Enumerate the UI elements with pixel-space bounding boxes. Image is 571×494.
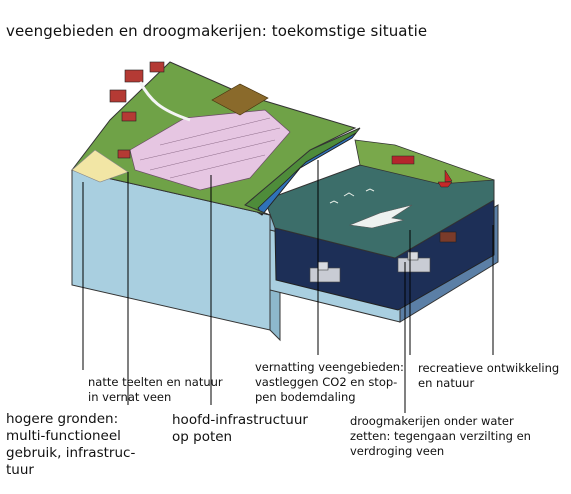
lake-bank <box>354 139 495 185</box>
wooded-patch <box>211 83 269 116</box>
label-hogere-gronden: hogere gronden: multi-functioneel gebrui… <box>6 411 135 479</box>
label-line: tuur <box>6 462 34 478</box>
village-houses <box>109 61 165 159</box>
submerged-house <box>439 231 457 243</box>
field-lines <box>139 117 281 179</box>
wet-cultivation-fields <box>129 109 291 191</box>
label-line: en natuur <box>418 376 475 390</box>
pointer-lines <box>82 160 494 413</box>
label-natte-teelten: natte teelten en natuur in vernat veen <box>88 375 223 405</box>
label-line: pen bodemdaling <box>255 390 356 404</box>
label-line: multi-functioneel <box>6 428 121 444</box>
label-line: vastleggen CO2 en stop- <box>255 375 398 389</box>
label-line: in vernat veen <box>88 390 172 404</box>
label-line: hoofd-infrastructuur <box>172 412 308 428</box>
jetty-houses <box>391 155 415 165</box>
submerged-village-2 <box>397 251 431 273</box>
label-line: vernatting veengebieden: <box>255 360 404 374</box>
birds <box>329 188 375 204</box>
heron-bird <box>348 204 413 229</box>
diagram-title: veengebieden en droogmakerijen: toekomst… <box>6 22 428 40</box>
label-line: natte teelten en natuur <box>88 375 223 389</box>
village-road <box>138 81 191 122</box>
label-recreatief: recreatieve ontwikkeling en natuur <box>418 361 559 391</box>
sailboat <box>437 169 453 188</box>
label-line: op poten <box>172 429 233 445</box>
label-line: recreatieve ontwikkeling <box>418 361 560 375</box>
dike-road <box>257 132 357 216</box>
label-line: verdroging veen <box>350 444 445 458</box>
label-droogmakerijen: droogmakerijen onder water zetten: tegen… <box>350 414 531 459</box>
label-line: hogere gronden: <box>6 411 119 427</box>
label-line: zetten: tegengaan verzilting en <box>350 429 531 443</box>
label-line: gebruik, infrastruc- <box>6 445 136 461</box>
label-vernatting: vernatting veengebieden: vastleggen CO2 … <box>255 360 404 405</box>
label-line: droogmakerijen onder water <box>350 414 514 428</box>
label-hoofd-infrastructuur: hoofd-infrastructuur op poten <box>172 412 308 446</box>
